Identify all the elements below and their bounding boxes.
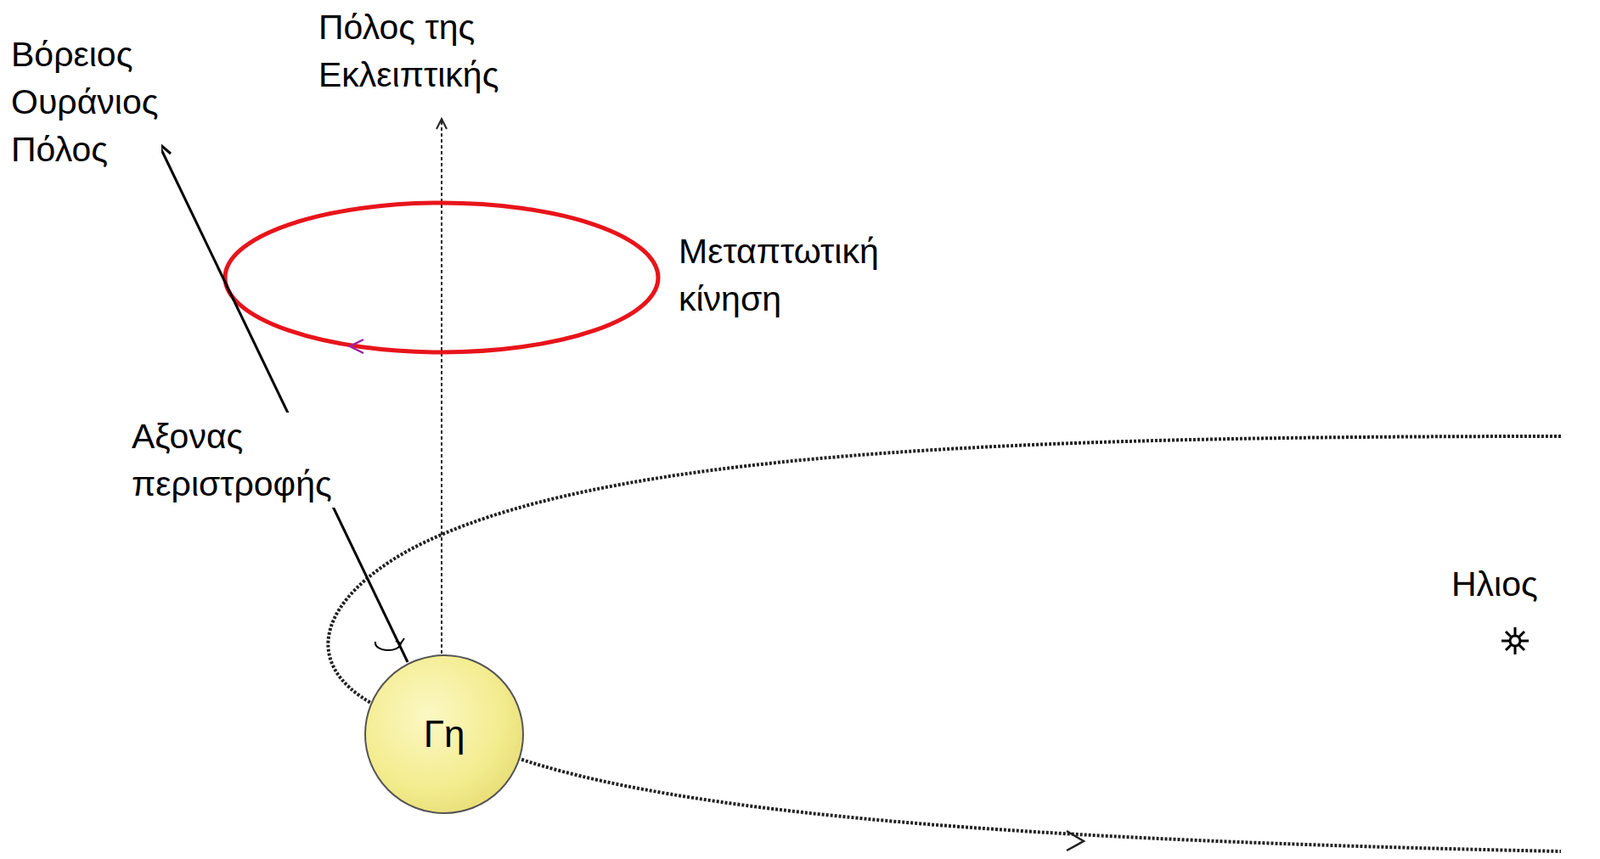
ecliptic-pole-arrowhead xyxy=(436,118,447,130)
precession-ellipse xyxy=(225,202,659,353)
diagram-label: Ηλιος xyxy=(1448,560,1541,609)
rotation-symbol xyxy=(395,638,405,644)
rotation-symbol xyxy=(375,642,401,651)
ecliptic-pole-line xyxy=(440,120,443,654)
diagram-label: Πόλος της Εκλειπτικής xyxy=(315,3,502,99)
orbit-path xyxy=(509,755,1561,852)
node-text: Γη xyxy=(423,713,466,756)
earth-circle: Γη xyxy=(364,654,524,815)
diagram-label: Μεταπτωτική κίνηση xyxy=(676,227,882,323)
sun-star xyxy=(1501,627,1529,655)
diagram-label: Αξονας περιστροφής xyxy=(129,412,335,508)
diagram-label: Βόρειος Ουράνιος Πόλος xyxy=(8,30,162,174)
orbit-path xyxy=(327,436,1561,705)
rotation-axis xyxy=(158,144,408,663)
orbit-arrowhead xyxy=(1066,831,1084,851)
precession-arrowhead xyxy=(349,339,364,354)
